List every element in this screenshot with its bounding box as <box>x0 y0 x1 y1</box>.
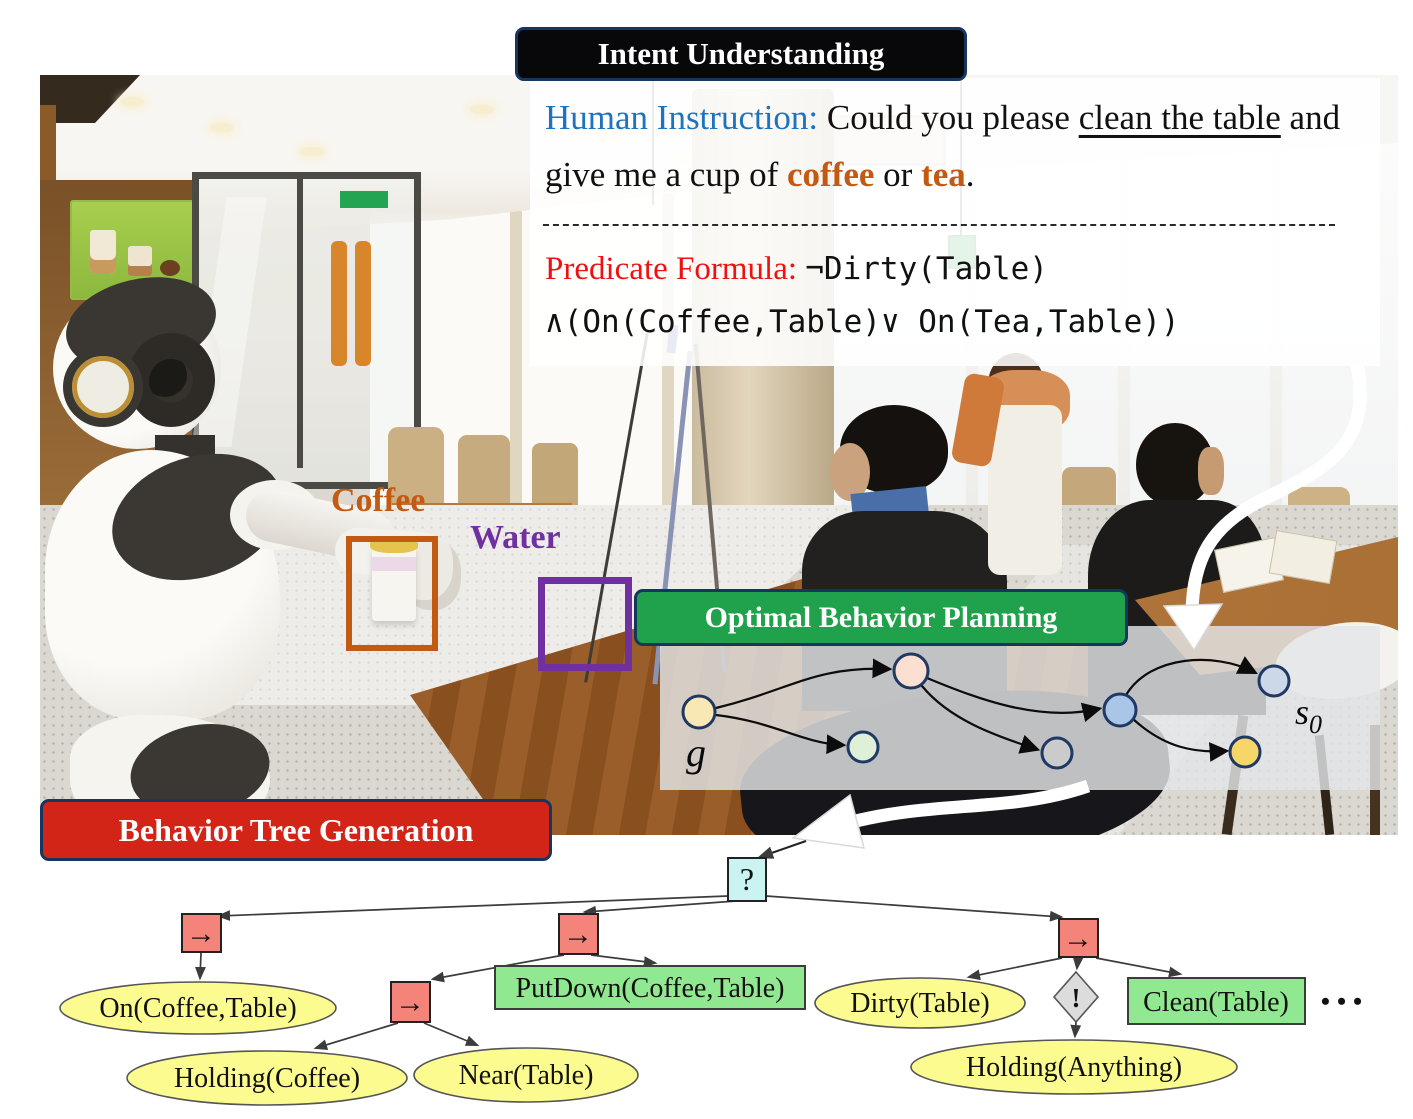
condition-label: Near(Table) <box>459 1060 594 1091</box>
chair <box>458 435 510 507</box>
tree-edge <box>765 895 1064 922</box>
predicate-label: Predicate Formula: <box>545 251 798 287</box>
ceiling-light <box>120 97 144 106</box>
condition-node <box>59 981 337 1035</box>
glass-vestibule <box>191 172 421 489</box>
robot-ear-ring <box>63 347 143 427</box>
behavior-tree-generation-header: Behavior Tree Generation <box>40 799 552 861</box>
tree-edge <box>195 952 206 981</box>
ceiling-light <box>300 147 324 156</box>
tree-edge <box>313 1022 399 1050</box>
sequence-label: → <box>563 918 593 951</box>
instruction-or: or <box>874 154 922 194</box>
dashed-separator <box>543 224 1335 226</box>
tree-edge <box>582 900 737 917</box>
condition-node <box>413 1047 639 1103</box>
tree-edge <box>590 954 658 968</box>
intent-header-label: Intent Understanding <box>597 36 885 71</box>
action-node <box>1127 977 1306 1025</box>
coffee-cup <box>370 537 418 621</box>
instruction-period: . <box>965 154 975 194</box>
poster-mug <box>160 260 180 276</box>
tree-edge <box>430 954 565 983</box>
door-divider <box>297 179 303 468</box>
water-label: Water <box>470 519 561 556</box>
cup-band <box>372 557 416 571</box>
planning-panel-background <box>660 626 1380 790</box>
robot-eye <box>149 359 193 403</box>
ceiling-light <box>210 123 234 132</box>
exit-sign <box>340 191 388 208</box>
tree-edge <box>1072 956 1084 971</box>
root-label: ? <box>740 861 754 897</box>
sequence-label: → <box>1063 922 1093 955</box>
person-right-face <box>1198 447 1224 495</box>
sequence-node <box>181 913 222 953</box>
behavior-tree: ? → → → → ! On(Coffee,Table) Holding(Cof… <box>59 857 1369 1106</box>
intent-panel-background <box>530 78 1380 366</box>
action-label: PutDown(Coffee,Table) <box>516 973 785 1004</box>
instruction-segment: and give me a cup of <box>545 98 1341 194</box>
tree-edge <box>423 1022 480 1046</box>
human-instruction-text: Human Instruction: Could you please clea… <box>545 90 1350 203</box>
predicate-line2: ∧(On(Coffee,Table)∨ On(Tea,Table)) <box>545 304 1180 341</box>
optimal-behavior-planning-header: Optimal Behavior Planning <box>634 589 1128 646</box>
ceiling-light <box>470 105 494 114</box>
instruction-segment: Could you please <box>818 98 1079 137</box>
sequence-node <box>390 981 431 1023</box>
tree-edge <box>966 957 1063 981</box>
predicate-line1: ¬Dirty(Table) <box>805 251 1048 287</box>
coffee-bounding-box <box>346 536 438 651</box>
door-handle <box>331 241 347 366</box>
ellipsis-label: ••• <box>1321 987 1369 1016</box>
action-label: Clean(Table) <box>1143 987 1289 1018</box>
planning-header-label: Optimal Behavior Planning <box>704 600 1058 634</box>
person-center-face <box>830 443 870 501</box>
fallback-root-node <box>727 857 767 902</box>
predicate-formula-text: Predicate Formula: ¬Dirty(Table) ∧(On(Co… <box>545 243 1365 350</box>
tree-header-label: Behavior Tree Generation <box>118 811 474 848</box>
chair <box>532 443 578 507</box>
arrow-into-tree-root <box>757 840 807 859</box>
condition-label: Holding(Coffee) <box>174 1063 360 1094</box>
sequence-label: → <box>395 986 425 1019</box>
instruction-coffee: coffee <box>787 154 875 194</box>
poster-cup <box>90 230 116 274</box>
tree-edge <box>1095 957 1183 978</box>
tree-edges <box>195 895 1183 1050</box>
action-node <box>494 965 806 1010</box>
chair <box>388 427 444 505</box>
instruction-label: Human Instruction: <box>545 98 819 137</box>
coffee-label: Coffee <box>331 482 426 519</box>
condition-label: On(Coffee,Table) <box>99 993 296 1024</box>
decorator-node <box>1052 970 1100 1024</box>
intent-understanding-header: Intent Understanding <box>515 27 967 81</box>
door-handle <box>355 241 371 366</box>
sequence-node <box>558 913 599 955</box>
poster-cup <box>128 246 152 276</box>
condition-node <box>126 1050 408 1106</box>
water-bounding-box <box>538 577 632 671</box>
condition-node <box>910 1039 1238 1095</box>
decorator-label: ! <box>1072 983 1081 1013</box>
cafe-scene-photo <box>40 75 1398 835</box>
woman-dress <box>988 405 1062 575</box>
instruction-underlined: clean the table <box>1078 98 1281 137</box>
tree-edge <box>216 895 729 922</box>
sequence-node <box>1058 918 1099 958</box>
sequence-label: → <box>186 917 216 950</box>
condition-node <box>814 977 1026 1029</box>
instruction-tea: tea <box>921 154 966 194</box>
condition-label: Dirty(Table) <box>850 988 990 1019</box>
tree-edge <box>1070 1021 1082 1039</box>
condition-label: Holding(Anything) <box>966 1052 1182 1083</box>
